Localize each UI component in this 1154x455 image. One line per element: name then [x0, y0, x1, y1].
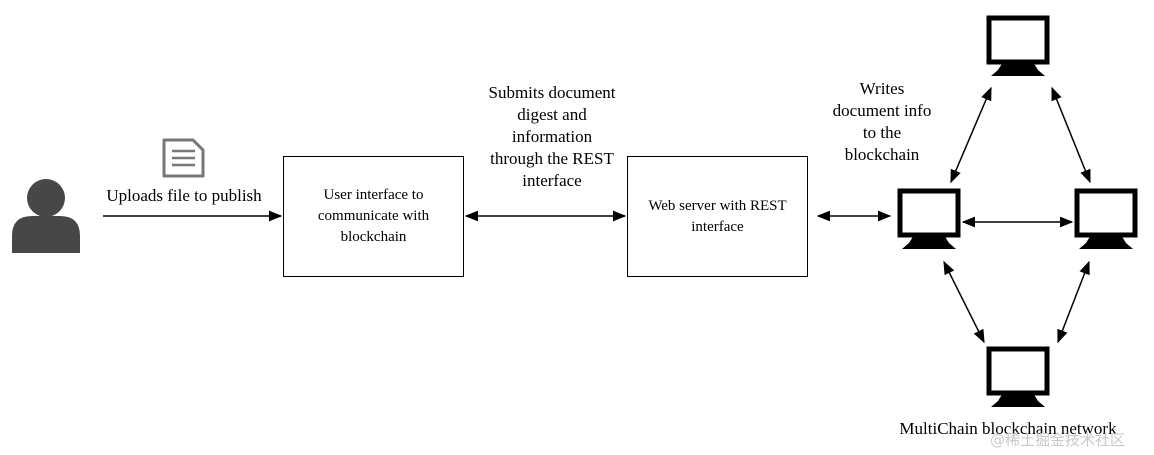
- computer-icon-left: [897, 188, 961, 249]
- right-bottom-node-arrow: [1057, 260, 1090, 344]
- top-left-node-arrow: [950, 86, 992, 184]
- document-icon: [162, 138, 205, 178]
- upload-label: Uploads file to publish: [106, 186, 262, 205]
- user-interface-box-label: User interface to communicate with block…: [317, 187, 430, 245]
- web-server-box-label: Web server with REST interface: [648, 197, 787, 235]
- left-bottom-node-arrow: [943, 260, 985, 344]
- computer-icon-top: [986, 15, 1050, 76]
- web-server-box: Web server with REST interface: [627, 156, 808, 277]
- computer-icon-right: [1074, 188, 1138, 249]
- top-right-node-arrow: [1051, 86, 1091, 184]
- user-interface-box: User interface to communicate with block…: [283, 156, 464, 277]
- watermark: @稀土掘金技术社区: [990, 431, 1126, 449]
- network-label: MultiChain blockchain network: [899, 419, 1117, 438]
- computer-icon-bottom: [986, 346, 1050, 407]
- user-icon: [12, 179, 80, 253]
- writes-label: Writes document info to the blockchain: [832, 79, 932, 164]
- submits-label: Submits document digest and information …: [488, 83, 616, 190]
